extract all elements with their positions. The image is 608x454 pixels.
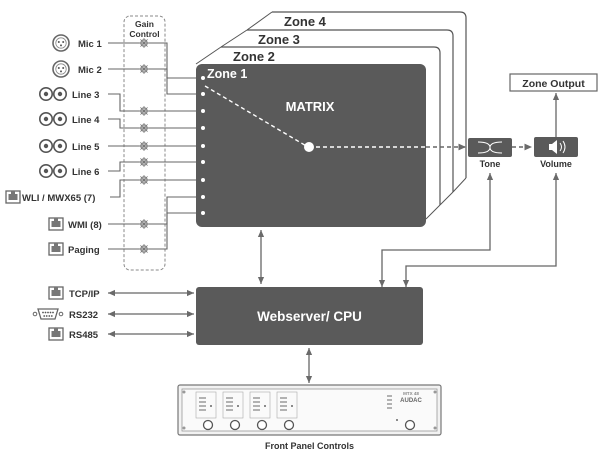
gain-knob-icon <box>138 140 150 152</box>
gain-knob-icon <box>138 243 150 255</box>
front-panel-model: MTX 48 <box>403 391 419 396</box>
zone-2-label: Zone 2 <box>233 49 275 64</box>
input-line-5: Line 5 <box>38 139 196 153</box>
cpu-label: Webserver/ CPU <box>257 309 362 324</box>
gain-knob-icon <box>138 37 150 49</box>
input-mic-1: Mic 1 <box>52 34 196 79</box>
zone-4-label: Zone 4 <box>284 14 327 29</box>
rca-pair-icon <box>38 87 67 101</box>
comm-label: RS485 <box>69 330 99 341</box>
input-line-3: Line 3 <box>38 87 196 117</box>
comm-rs485: RS485 <box>48 327 194 341</box>
input-label: Line 5 <box>72 142 100 153</box>
gain-knob-icon <box>138 174 150 186</box>
zone-3-frame <box>247 29 454 192</box>
tone-label: Tone <box>480 159 501 169</box>
matrix-route-line <box>204 85 309 148</box>
comm-tcp-ip: TCP/IP <box>48 286 194 300</box>
input-label: Line 4 <box>72 115 100 126</box>
input-paging: Paging <box>48 212 196 256</box>
gain-knob-icon <box>138 105 150 117</box>
input-label: WMI (8) <box>68 220 102 231</box>
zone-1-label: Zone 1 <box>207 67 247 81</box>
network-port-icon <box>5 190 21 204</box>
matrix-label: MATRIX <box>286 99 335 114</box>
network-port-icon <box>48 217 64 231</box>
tone-curve-icon <box>477 141 503 154</box>
gain-knob-icon <box>138 156 150 168</box>
comm-label: RS232 <box>69 310 98 321</box>
xlr-connector-icon <box>52 34 70 52</box>
comm-rs232: RS232 <box>32 308 194 321</box>
zone-2-frame <box>221 46 441 205</box>
rca-pair-icon <box>38 164 67 178</box>
network-port-icon <box>48 327 64 341</box>
rca-pair-icon <box>38 112 67 126</box>
volume-label: Volume <box>540 159 572 169</box>
gain-knob-icon <box>138 218 150 230</box>
gain-control-title: Gain <box>135 19 154 29</box>
zone-output-label: Zone Output <box>522 78 585 90</box>
gain-knob-icon <box>138 122 150 134</box>
xlr-connector-icon <box>52 60 70 78</box>
input-label: Line 6 <box>72 167 99 178</box>
zone-3-label: Zone 3 <box>258 32 300 47</box>
zone-4-frame <box>272 11 467 178</box>
comm-label: TCP/IP <box>69 289 100 300</box>
input-line-4: Line 4 <box>38 112 196 134</box>
input-wmi: WMI (8) <box>48 196 196 231</box>
front-panel-device: MTX 48 AUDAC <box>177 384 442 436</box>
webserver-cpu-box <box>196 287 423 345</box>
matrix-node <box>304 142 314 152</box>
input-line-6: Line 6 <box>38 156 196 178</box>
network-port-icon <box>48 242 64 256</box>
matrix-input-ports <box>201 76 205 215</box>
input-label: Mic 2 <box>78 65 102 76</box>
input-label: WLI / MWX65 (7) <box>22 193 95 204</box>
rca-pair-icon <box>38 139 67 153</box>
input-label: Mic 1 <box>78 39 102 50</box>
input-wli-mwx65: WLI / MWX65 (7) <box>5 174 196 204</box>
input-label: Line 3 <box>72 90 99 101</box>
network-port-icon <box>48 286 64 300</box>
input-label: Paging <box>68 245 100 256</box>
front-panel-brand: AUDAC <box>400 398 422 404</box>
gain-knob-icon <box>138 63 150 75</box>
input-mic-2: Mic 2 <box>52 60 196 95</box>
gain-control-title-2: Control <box>129 29 159 39</box>
speaker-icon <box>549 140 557 154</box>
front-panel-zone-modules <box>195 391 298 431</box>
db9-serial-icon <box>32 308 64 320</box>
front-panel-caption: Front Panel Controls <box>265 441 354 451</box>
front-panel-master-knob <box>404 419 416 431</box>
zone-output-box <box>509 73 598 92</box>
